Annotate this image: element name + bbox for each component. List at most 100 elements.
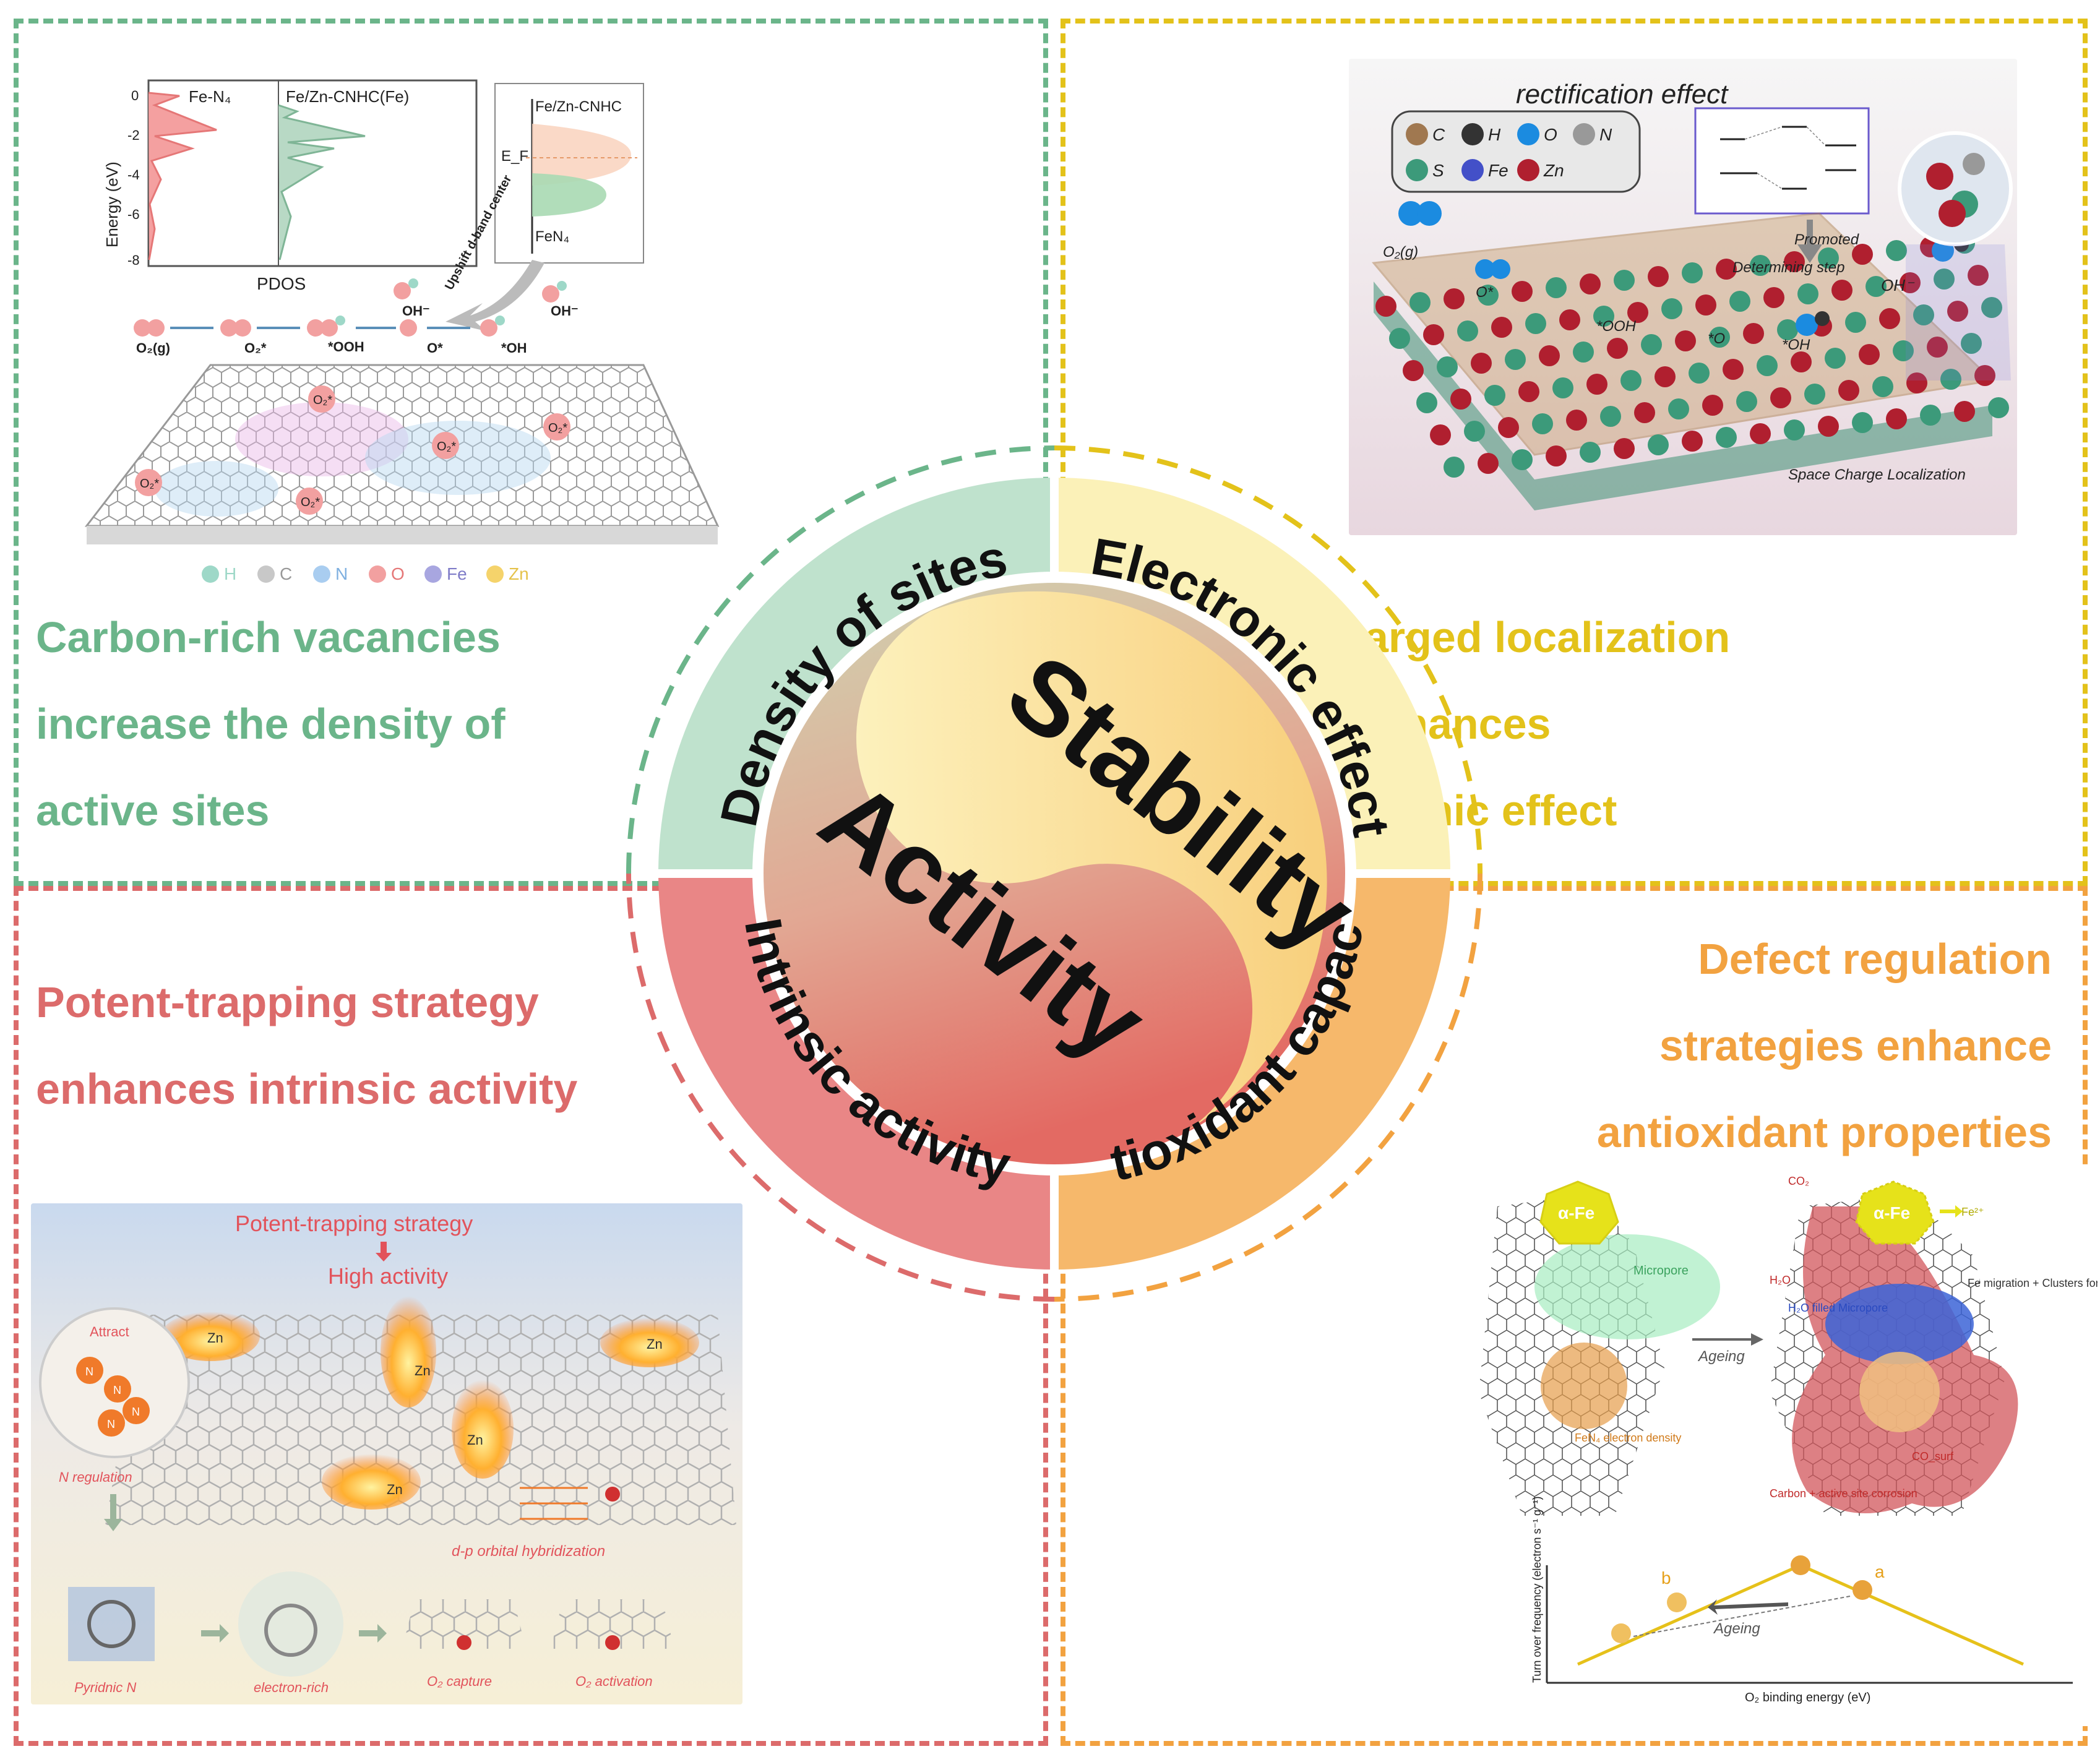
pdos-plot: Fe-N₄ Fe/Zn-CNHC(Fe) 0 -2 -4 -6 -8 Energ… bbox=[103, 79, 478, 293]
lattice-atom bbox=[1648, 266, 1669, 287]
lattice-atom bbox=[1546, 277, 1567, 298]
lattice-atom bbox=[1512, 281, 1533, 302]
tof-ylabel: Turn over frequency (electron s⁻¹ g⁻¹) bbox=[1531, 1497, 1543, 1683]
lattice-atom bbox=[1559, 309, 1580, 330]
statement-bottom-right-line-2: strategies enhance bbox=[1659, 1021, 2052, 1070]
step-o2g: O₂(g) bbox=[136, 340, 170, 356]
outer-ring-bottom-right bbox=[1054, 873, 1482, 1302]
statement-bottom-left: Potent-trapping strategy enhances intrin… bbox=[36, 959, 577, 1132]
lattice-atom bbox=[1437, 356, 1458, 377]
lattice-atom bbox=[1900, 272, 1921, 293]
seq-label-3: O₂ capture bbox=[427, 1674, 492, 1689]
lattice-atom bbox=[1729, 291, 1750, 312]
lattice-atom bbox=[1777, 319, 1798, 340]
lattice-atom bbox=[1920, 405, 1941, 426]
lattice-atom bbox=[1940, 369, 1961, 390]
step-o-star: O* bbox=[427, 340, 443, 356]
pdos-ytick-4: -8 bbox=[127, 252, 140, 268]
lattice-atom bbox=[1525, 313, 1546, 334]
n-2: N bbox=[113, 1384, 121, 1396]
lattice-atom bbox=[1375, 296, 1396, 317]
lattice-atom bbox=[1865, 276, 1887, 297]
lattice-atom bbox=[1614, 438, 1635, 459]
promoted-arrow-icon bbox=[1797, 220, 1822, 263]
legend-h: H bbox=[224, 564, 236, 583]
lattice-atom bbox=[1444, 457, 1465, 478]
lattice-atom bbox=[1682, 262, 1703, 283]
tof-label-b: b bbox=[1661, 1568, 1671, 1588]
lattice-atom bbox=[1450, 389, 1471, 410]
lattice-atom bbox=[1804, 384, 1825, 405]
pdos-ytick-3: -6 bbox=[127, 207, 140, 222]
legend-tr-fe: Fe bbox=[1488, 161, 1508, 180]
tr-oh-star: *OH bbox=[1782, 337, 1810, 353]
bl-title-1: Potent-trapping strategy bbox=[235, 1211, 473, 1236]
molecules bbox=[1398, 201, 1969, 336]
outer-ring-top-right bbox=[1054, 445, 1482, 874]
statement-top-left-line-2: increase the density of bbox=[36, 700, 506, 748]
surface-o2-5: O₂* bbox=[301, 496, 320, 509]
attract-label: Attract bbox=[90, 1324, 129, 1339]
legend-tr-o: O bbox=[1544, 125, 1557, 144]
tof-plot: Turn over frequency (electron s⁻¹ g⁻¹) O… bbox=[1531, 1497, 2073, 1704]
legend-tr-n: N bbox=[1599, 125, 1612, 144]
lattice-atom bbox=[1505, 349, 1526, 370]
lattice-atom bbox=[1423, 324, 1444, 345]
legend-zn: Zn bbox=[509, 564, 529, 583]
seq-label-4: O₂ activation bbox=[575, 1674, 653, 1689]
step-o2-star: O₂* bbox=[244, 340, 267, 356]
lattice-atom bbox=[1409, 292, 1431, 313]
lattice-atom bbox=[1784, 251, 1805, 272]
lattice-atom bbox=[1695, 294, 1716, 316]
lattice-atom bbox=[1389, 328, 1410, 349]
lattice-atom bbox=[1927, 337, 1948, 358]
upshift-arrow-icon bbox=[445, 260, 544, 331]
h2o-filled-label: H₂O filled Micropore bbox=[1788, 1302, 1888, 1314]
lattice-atom bbox=[1988, 397, 2009, 418]
zn-2: Zn bbox=[415, 1363, 431, 1378]
lattice-atom bbox=[1403, 360, 1424, 381]
tr-oh: OH⁻ bbox=[1881, 276, 1915, 294]
dband-diagram: Fe/Zn-CNHC E_F FeN₄ Upshift d-band cente… bbox=[442, 83, 644, 331]
lattice-atom bbox=[1478, 453, 1499, 474]
statement-bottom-left-line-1: Potent-trapping strategy bbox=[36, 978, 539, 1026]
lattice-atom bbox=[1430, 424, 1451, 445]
ageing-transition: Ageing bbox=[1692, 1333, 1763, 1365]
panel-potent-trapping: Potent-trapping strategy High activity Z… bbox=[31, 1203, 742, 1704]
zn-flames: Zn Zn Zn Zn Zn bbox=[161, 1296, 699, 1510]
tof-label-ageing: Ageing bbox=[1713, 1620, 1760, 1637]
lattice-atom bbox=[1716, 259, 1737, 280]
pdos-ytick-0: 0 bbox=[131, 88, 139, 103]
orbital-levels: d-p orbital hybridization bbox=[452, 1487, 620, 1560]
lattice-atom bbox=[1532, 413, 1553, 434]
reaction-pathway: O₂(g) O₂* *OOH O* *OH OH⁻ OH⁻ bbox=[134, 278, 579, 356]
lattice-atom bbox=[1580, 442, 1601, 463]
lattice-atom bbox=[1723, 359, 1744, 380]
lattice-atom bbox=[1770, 387, 1791, 408]
tr-rds: Determining step bbox=[1732, 259, 1844, 276]
oh-label-2: OH⁻ bbox=[551, 303, 579, 319]
graphene-sheet bbox=[84, 364, 720, 544]
lattice-atom bbox=[1974, 365, 1995, 386]
corrosion-label: Carbon + active site corrosion bbox=[1770, 1487, 1917, 1500]
oh-label-1: OH⁻ bbox=[402, 303, 430, 319]
surface-o2-2: O₂* bbox=[548, 421, 567, 435]
lattice-atom bbox=[1546, 445, 1567, 466]
lattice-atom bbox=[1607, 338, 1628, 359]
lattice-atom bbox=[1852, 412, 1873, 433]
micropore-label: Micropore bbox=[1633, 1264, 1689, 1278]
central-wheel: Density of sites Electronic effect Intri… bbox=[626, 445, 1482, 1302]
seq-label-1: Pyridnic N bbox=[74, 1680, 136, 1695]
atom-legend: H C N O Fe Zn bbox=[202, 564, 529, 583]
frame-bottom-left bbox=[14, 886, 1048, 1746]
lattice-atom bbox=[1736, 391, 1757, 412]
lattice-atom bbox=[1464, 421, 1485, 442]
lattice-atom bbox=[1825, 348, 1846, 369]
outer-ring-top-left bbox=[626, 445, 1055, 874]
lattice-atom bbox=[1709, 327, 1730, 348]
lattice-atom bbox=[1689, 363, 1710, 384]
legend-tr-s: S bbox=[1432, 161, 1444, 180]
surface-o2-3: O₂* bbox=[437, 440, 456, 453]
n-4: N bbox=[107, 1418, 115, 1430]
tr-ooh: *OOH bbox=[1596, 318, 1637, 335]
